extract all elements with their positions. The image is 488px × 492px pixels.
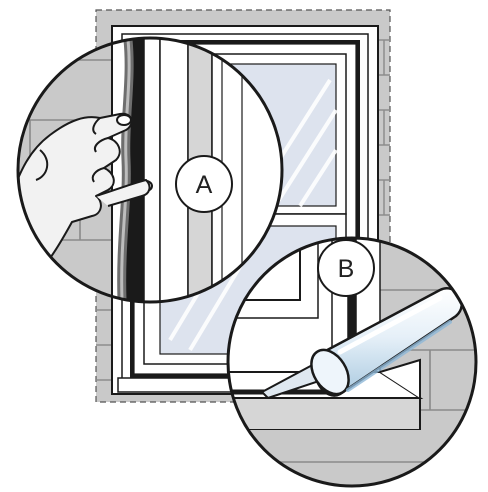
callout-a-label: A	[196, 171, 213, 199]
callout-b-label: B	[338, 255, 355, 283]
callout-a: A	[176, 156, 232, 212]
callout-b: B	[318, 240, 374, 296]
